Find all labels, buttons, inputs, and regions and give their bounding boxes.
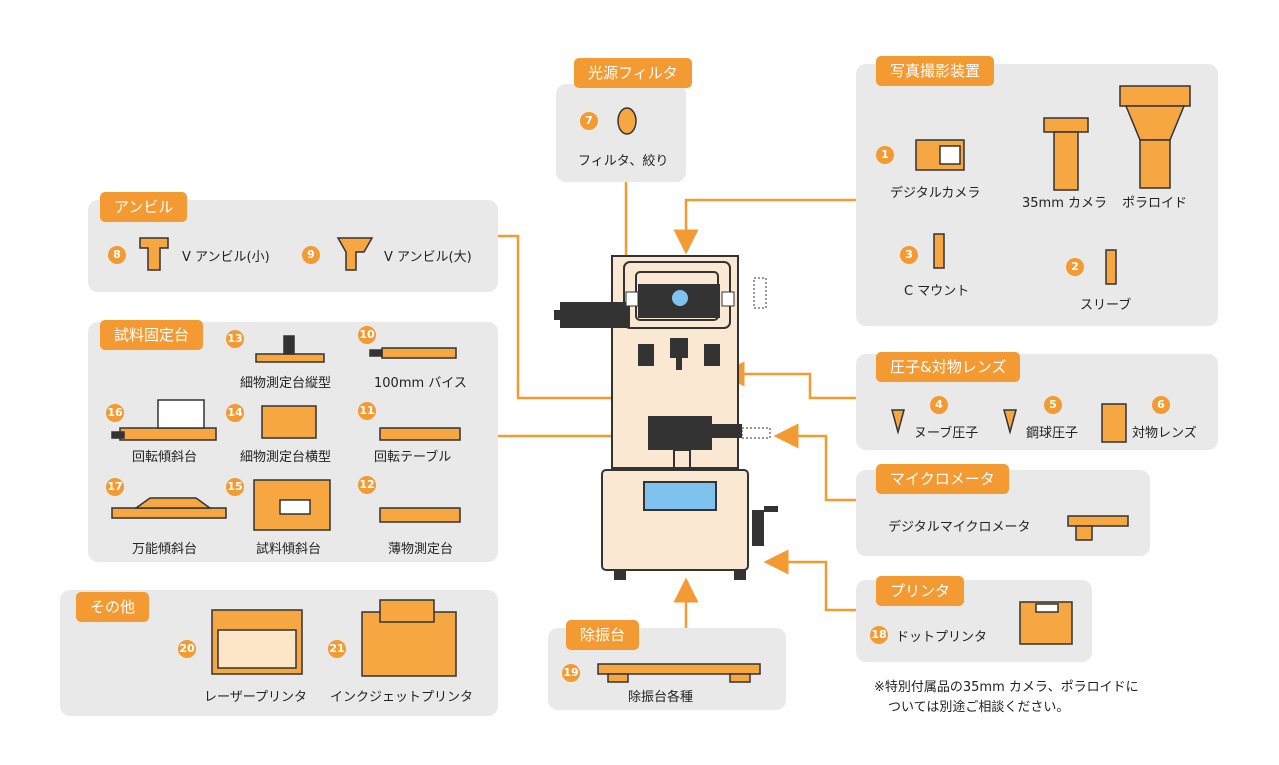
footnote-line-1: ※特別付属品の35mm カメラ、ポラロイドに [874, 680, 1139, 695]
item-label: 100mm バイス [374, 376, 467, 391]
item-number: 19 [562, 664, 580, 682]
item-number: 7 [580, 112, 598, 130]
item-label: 対物レンズ [1132, 426, 1197, 441]
item-label: 細物測定台縦型 [240, 376, 332, 391]
item-label: ドットプリンタ [896, 630, 988, 645]
item-number: 17 [106, 478, 124, 496]
item-number: 10 [358, 326, 376, 344]
item-number: 20 [178, 640, 196, 658]
tag-other: その他 [76, 592, 150, 622]
item-label: 回転傾斜台 [132, 450, 198, 465]
item-number: 11 [358, 402, 376, 420]
tag-filter: 光源フィルタ [574, 58, 692, 88]
item-label: 鋼球圧子 [1026, 426, 1079, 441]
hardness-tester-illustration [554, 255, 778, 580]
item-number: 3 [900, 246, 918, 264]
item-label: 35mm カメラ [1022, 196, 1108, 211]
panel-filter [556, 84, 686, 182]
tag-printer: プリンタ [876, 576, 965, 606]
item-label: スリーブ [1080, 298, 1132, 313]
item-number: 14 [226, 404, 244, 422]
item-label: C マウント [904, 284, 970, 299]
item-label: V アンビル(大) [384, 250, 472, 265]
item-number: 12 [358, 476, 376, 494]
footnote-line-2: ついては別途ご相談ください。 [888, 700, 1070, 715]
item-label: デジタルカメラ [890, 186, 981, 201]
tag-anvil: アンビル [100, 192, 188, 222]
connector-arrows [498, 182, 856, 628]
item-number: 1 [876, 146, 894, 164]
tag-fixture: 試料固定台 [100, 320, 204, 350]
item-label: 薄物測定台 [388, 542, 454, 557]
item-label: フィルタ、絞り [578, 154, 669, 169]
tag-photo: 写真撮影装置 [876, 56, 995, 86]
item-number: 13 [226, 330, 244, 348]
item-label: 試料傾斜台 [256, 542, 322, 557]
tag-indenter: 圧子&対物レンズ [876, 352, 1021, 382]
item-number: 15 [226, 478, 244, 496]
item-number: 8 [108, 246, 126, 264]
item-number: 18 [870, 626, 888, 644]
item-number: 2 [1066, 258, 1084, 276]
item-label: V アンビル(小) [182, 250, 270, 265]
item-number: 9 [302, 246, 320, 264]
item-label: インクジェットプリンタ [330, 690, 474, 705]
item-label: ポラロイド [1122, 196, 1188, 211]
item-number: 16 [106, 404, 124, 422]
accessory-icons [111, 85, 1191, 683]
item-label: レーザープリンタ [204, 690, 307, 705]
item-number: 6 [1152, 396, 1170, 414]
item-label: 回転テーブル [374, 450, 452, 465]
item-number: 21 [328, 640, 346, 658]
item-label: 細物測定台横型 [240, 450, 332, 465]
tag-micrometer: マイクロメータ [876, 464, 1009, 494]
item-number: 5 [1044, 396, 1062, 414]
tag-damper: 除振台 [566, 620, 640, 650]
item-label: ヌーブ圧子 [914, 426, 979, 441]
item-number: 4 [930, 396, 948, 414]
item-label: 除振台各種 [628, 690, 694, 705]
item-label: デジタルマイクロメータ [888, 520, 1031, 535]
item-label: 万能傾斜台 [132, 542, 198, 557]
